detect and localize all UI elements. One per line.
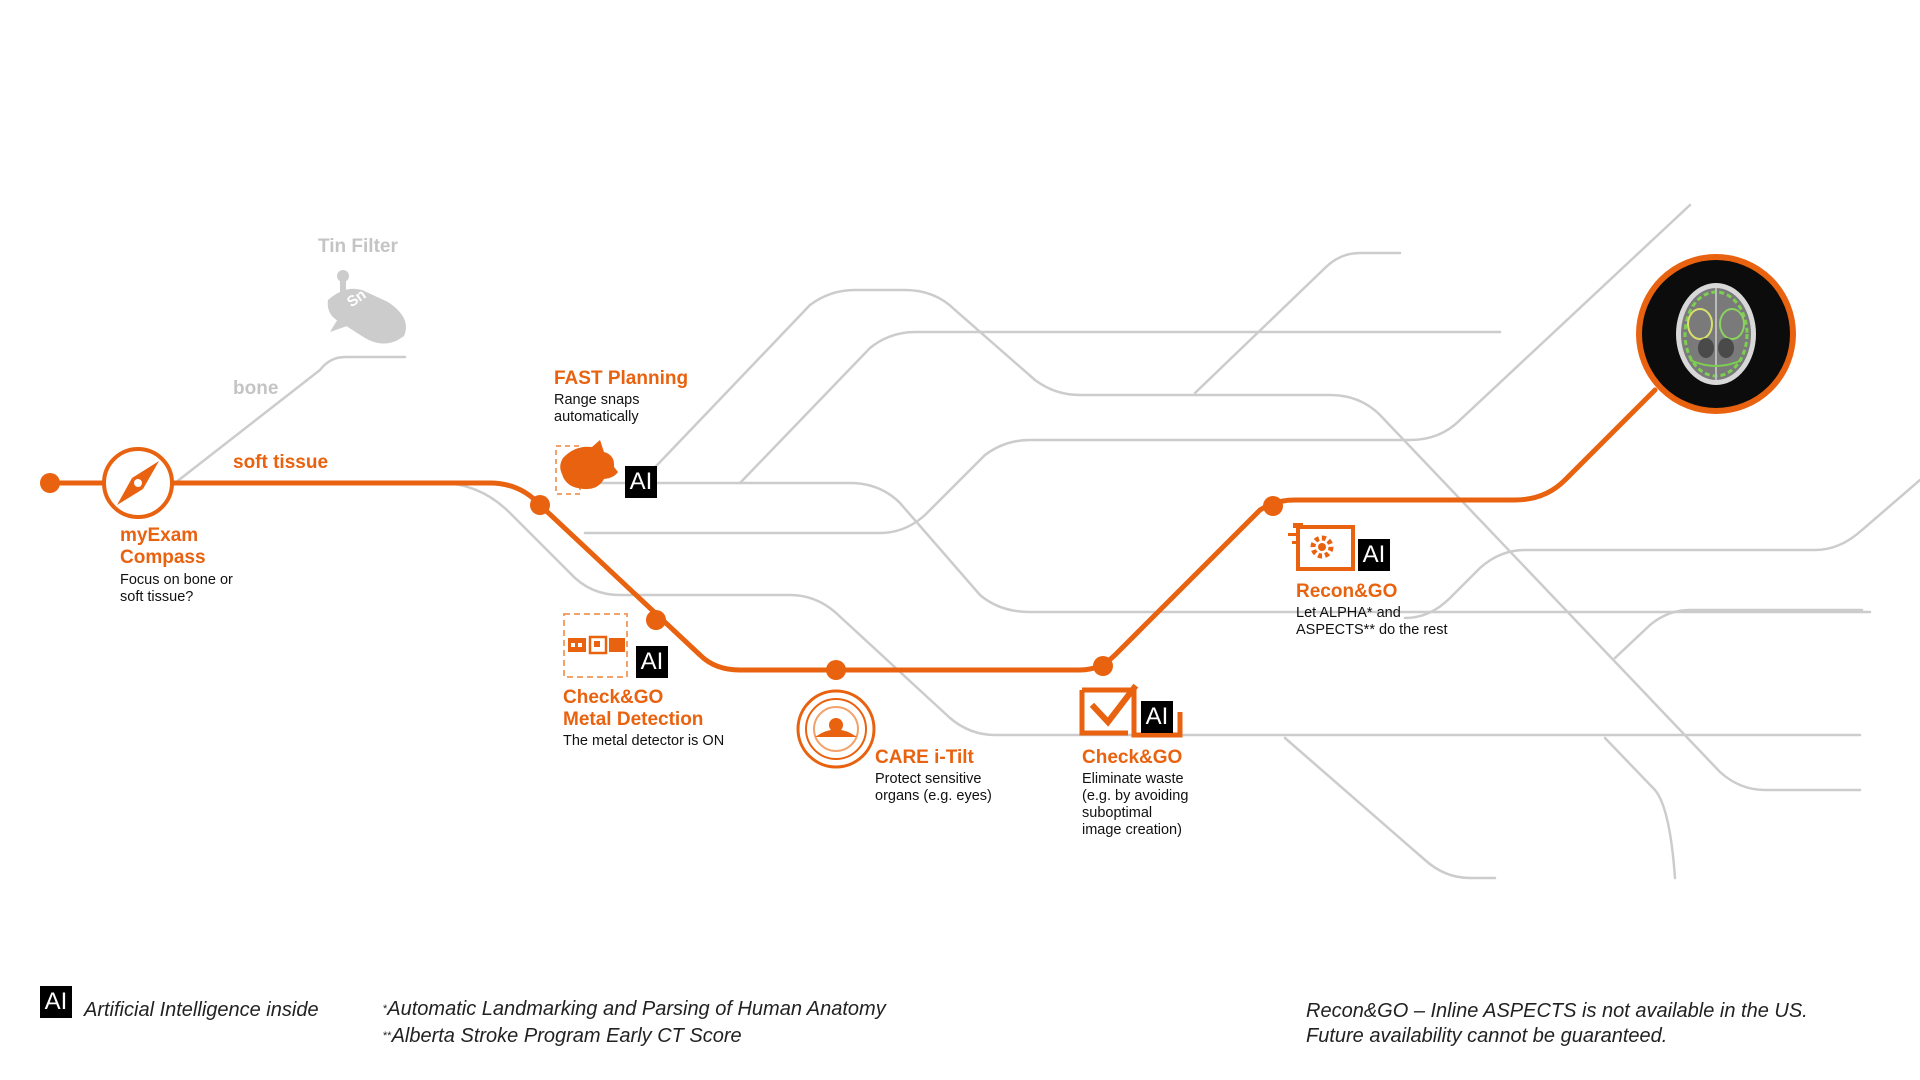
ai-badge-metal-detection: AI [636, 646, 668, 678]
start-dot [40, 473, 60, 493]
care-dot [826, 660, 846, 680]
recon-dot [1263, 496, 1283, 516]
station-title: Recon&GO [1296, 581, 1398, 602]
ai-legend-text: Artificial Intelligence inside [84, 999, 319, 1021]
patient-head-icon [555, 440, 618, 495]
footnote-mark: * [383, 1003, 388, 1015]
brain-scan-image [1636, 254, 1796, 414]
branch-label-soft-tissue: soft tissue [233, 452, 329, 473]
station-dots [40, 473, 1283, 680]
compass-icon [102, 447, 174, 519]
station-desc: Focus on bone or [120, 572, 233, 588]
station-desc: automatically [554, 409, 639, 425]
station-title: Check&GO [563, 687, 664, 708]
ai-badge-fast-planning: AI [625, 466, 657, 498]
footnote-alpha: *Automatic Landmarking and Parsing of Hu… [383, 996, 886, 1022]
ai-legend-badge: AI [40, 986, 72, 1018]
station-desc: Protect sensitive [875, 771, 982, 787]
station-title: Compass [120, 547, 206, 568]
tilt-target-icon [796, 689, 876, 769]
station-checkgo: Check&GO Eliminate waste (e.g. by avoidi… [1082, 747, 1188, 839]
checkgo-dot [1093, 656, 1113, 676]
checkbox-icon [1079, 683, 1183, 738]
station-title: CARE i-Tilt [875, 747, 974, 768]
footnote-text: Alberta Stroke Program Early CT Score [391, 1025, 742, 1047]
recon-gear-icon [1288, 523, 1355, 571]
branch-label-bone: bone [233, 378, 279, 399]
station-recon: Recon&GO Let ALPHA* and ASPECTS** do the… [1296, 581, 1448, 639]
station-desc: organs (e.g. eyes) [875, 788, 992, 804]
metal-detector-icon [563, 613, 628, 678]
ai-badge-recon: AI [1358, 539, 1390, 571]
footnote-text: Automatic Landmarking and Parsing of Hum… [387, 998, 886, 1020]
station-desc: Let ALPHA* and [1296, 605, 1401, 621]
station-desc: suboptimal [1082, 805, 1153, 821]
station-desc: Eliminate waste [1082, 771, 1184, 787]
station-desc: (e.g. by avoiding [1082, 788, 1189, 804]
station-desc: image creation) [1082, 822, 1182, 838]
fast-planning-dot [530, 495, 550, 515]
station-title: myExam [120, 525, 199, 546]
footnote-aspects: **Alberta Stroke Program Early CT Score [383, 1023, 742, 1049]
station-title: FAST Planning [554, 368, 689, 389]
tin-filter-icon [327, 270, 406, 344]
station-title: Check&GO [1082, 747, 1183, 768]
metal-detection-dot [646, 610, 666, 630]
station-title: Metal Detection [563, 709, 704, 730]
disclaimer-line-2: Future availability cannot be guaranteed… [1306, 1025, 1668, 1047]
station-desc: The metal detector is ON [563, 733, 725, 749]
tin-filter-title: Tin Filter [318, 236, 398, 257]
station-compass: myExam Compass Focus on bone or soft tis… [120, 525, 233, 606]
background-tracks [173, 203, 1920, 880]
station-desc: soft tissue? [120, 589, 194, 605]
station-metal-detection: Check&GO Metal Detection The metal detec… [563, 687, 724, 750]
disclaimer-line-1: Recon&GO – Inline ASPECTS is not availab… [1306, 1000, 1808, 1022]
station-desc: Range snaps [554, 392, 640, 408]
station-fast-planning: FAST Planning Range snaps automatically [554, 368, 688, 426]
station-desc: ASPECTS** do the rest [1296, 622, 1448, 638]
ai-badge-checkgo: AI [1141, 701, 1173, 733]
footnote-mark: ** [383, 1030, 392, 1042]
station-care-itilt: CARE i-Tilt Protect sensitive organs (e.… [875, 747, 992, 805]
